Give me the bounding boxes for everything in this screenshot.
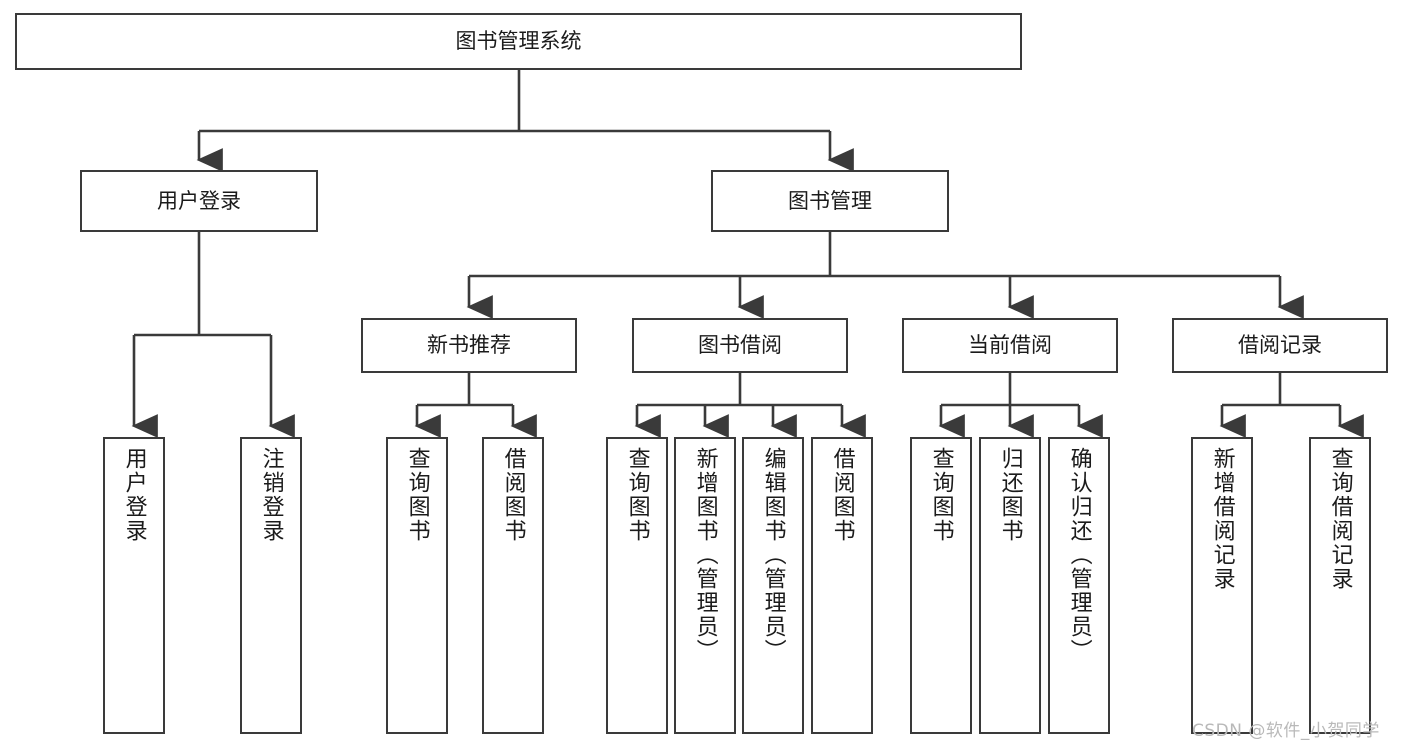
leaf-book-borrow-2-label: 新增图书（管理员）: [692, 447, 718, 663]
leaf-current-borrow-1[interactable]: 查询图书: [910, 437, 972, 734]
leaf-current-borrow-2[interactable]: 归还图书: [979, 437, 1041, 734]
leaf-book-borrow-4-label: 借阅图书: [829, 447, 855, 543]
node-book-manage-label: 图书管理: [788, 188, 872, 213]
leaf-user-login-1-label: 用户登录: [121, 447, 147, 543]
node-borrow-record-label: 借阅记录: [1238, 333, 1322, 358]
leaf-book-borrow-4[interactable]: 借阅图书: [811, 437, 873, 734]
node-new-book-recommend[interactable]: 新书推荐: [361, 318, 577, 373]
leaf-current-borrow-1-label: 查询图书: [928, 447, 954, 543]
watermark: CSDN @软件_小贺同学: [1192, 721, 1380, 741]
node-user-login[interactable]: 用户登录: [80, 170, 318, 232]
leaf-book-borrow-1-label: 查询图书: [624, 447, 650, 543]
leaf-borrow-record-2[interactable]: 查询借阅记录: [1309, 437, 1371, 734]
leaf-book-borrow-3[interactable]: 编辑图书（管理员）: [742, 437, 804, 734]
leaf-borrow-record-2-label: 查询借阅记录: [1327, 447, 1353, 591]
node-current-borrow[interactable]: 当前借阅: [902, 318, 1118, 373]
node-book-borrow-label: 图书借阅: [698, 333, 782, 358]
node-book-borrow[interactable]: 图书借阅: [632, 318, 848, 373]
leaf-new-book-1[interactable]: 查询图书: [386, 437, 448, 734]
node-root[interactable]: 图书管理系统: [15, 13, 1022, 70]
leaf-borrow-record-1[interactable]: 新增借阅记录: [1191, 437, 1253, 734]
node-borrow-record[interactable]: 借阅记录: [1172, 318, 1388, 373]
leaf-book-borrow-2[interactable]: 新增图书（管理员）: [674, 437, 736, 734]
leaf-current-borrow-3[interactable]: 确认归还（管理员）: [1048, 437, 1110, 734]
leaf-current-borrow-3-label: 确认归还（管理员）: [1066, 447, 1092, 663]
node-root-label: 图书管理系统: [455, 29, 582, 54]
leaf-book-borrow-1[interactable]: 查询图书: [606, 437, 668, 734]
node-user-login-label: 用户登录: [157, 188, 241, 213]
leaf-new-book-2[interactable]: 借阅图书: [482, 437, 544, 734]
node-current-borrow-label: 当前借阅: [968, 333, 1052, 358]
node-book-manage[interactable]: 图书管理: [711, 170, 949, 232]
leaf-borrow-record-1-label: 新增借阅记录: [1209, 447, 1235, 591]
leaf-book-borrow-3-label: 编辑图书（管理员）: [760, 447, 786, 663]
leaf-user-login-1[interactable]: 用户登录: [103, 437, 165, 734]
leaf-user-login-2[interactable]: 注销登录: [240, 437, 302, 734]
leaf-current-borrow-2-label: 归还图书: [997, 447, 1023, 543]
leaf-user-login-2-label: 注销登录: [258, 447, 284, 543]
leaf-new-book-1-label: 查询图书: [404, 447, 430, 543]
leaf-new-book-2-label: 借阅图书: [500, 447, 526, 543]
node-new-book-recommend-label: 新书推荐: [427, 333, 511, 358]
